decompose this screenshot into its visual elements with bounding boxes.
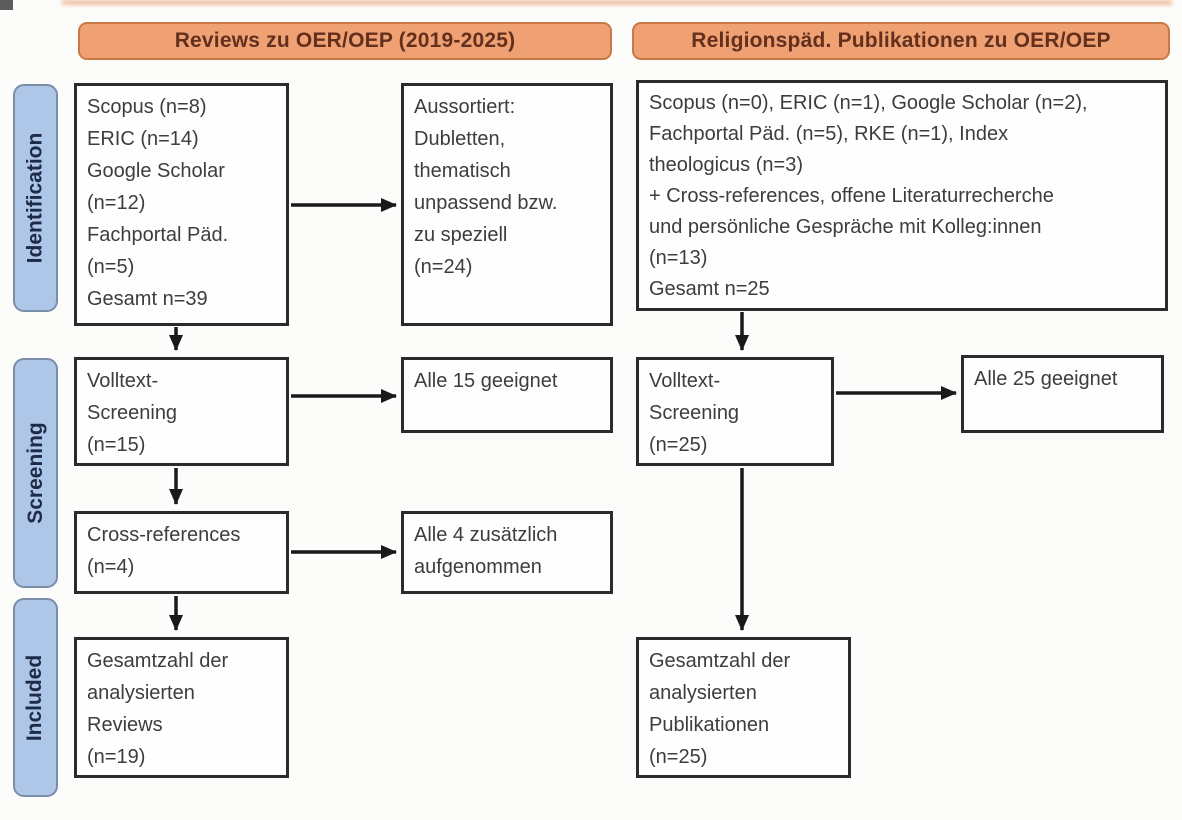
scan-artifact-top [62, 0, 1172, 5]
stage-label-included: Included [13, 598, 58, 797]
box-right-fulltext-result: Alle 25 geeignet [961, 355, 1164, 433]
box-left-cross-references: Cross-references (n=4) [74, 511, 289, 594]
box-right-sources: Scopus (n=0), ERIC (n=1), Google Scholar… [636, 80, 1168, 311]
scan-artifact-corner [0, 0, 13, 10]
box-left-fulltext-screening: Volltext- Screening (n=15) [74, 357, 289, 466]
stage-label-screening-text: Screening [23, 422, 47, 524]
stage-label-identification: Identification [13, 84, 58, 312]
column-header-religionspaed: Religionspäd. Publikationen zu OER/OEP [632, 22, 1170, 60]
box-left-crossref-result: Alle 4 zusätzlich aufgenommen [401, 511, 613, 594]
box-right-fulltext-screening: Volltext- Screening (n=25) [636, 357, 834, 466]
stage-label-identification-text: Identification [23, 132, 47, 264]
box-left-fulltext-result: Alle 15 geeignet [401, 357, 613, 433]
box-left-included-total: Gesamtzahl der analysierten Reviews (n=1… [74, 637, 289, 778]
column-header-reviews: Reviews zu OER/OEP (2019-2025) [78, 22, 612, 60]
stage-label-included-text: Included [23, 654, 47, 741]
box-left-excluded: Aussortiert: Dubletten, thematisch unpas… [401, 83, 613, 326]
stage-label-screening: Screening [13, 358, 58, 588]
box-left-sources: Scopus (n=8) ERIC (n=14) Google Scholar … [74, 83, 289, 326]
box-right-included-total: Gesamtzahl der analysierten Publikatione… [636, 637, 851, 778]
